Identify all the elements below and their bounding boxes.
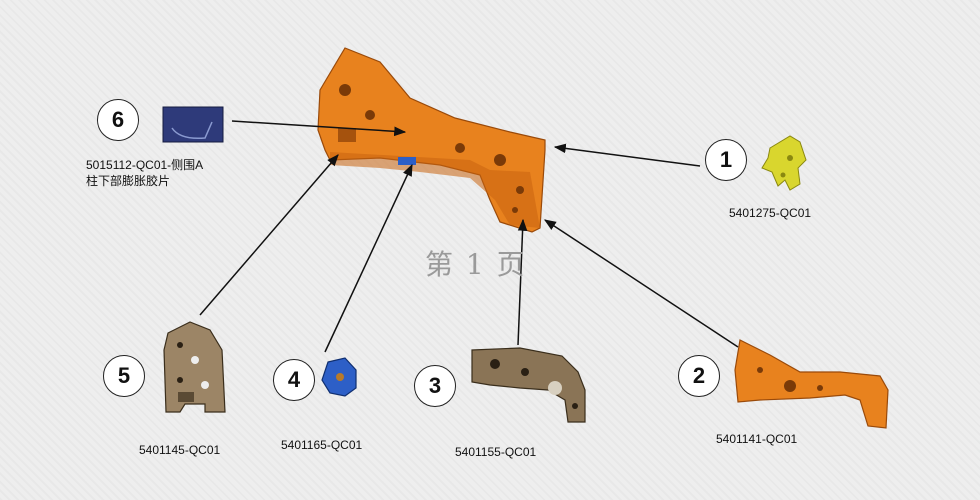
callout-6-number: 6 — [97, 99, 139, 141]
part-1-image — [761, 135, 807, 191]
callout-6-part-name: 柱下部膨胀胶片 — [86, 174, 171, 188]
callout-3-part-no: 5401155-QC01 — [455, 445, 537, 459]
callout-5-part-no: 5401145-QC01 — [139, 443, 221, 457]
main-assembly-part — [317, 47, 546, 233]
part-5-image — [163, 321, 226, 413]
part-2-image — [734, 339, 889, 429]
callout-2-part-no: 5401141-QC01 — [716, 432, 798, 446]
callout-6-part-no: 5015112-QC01-侧围A — [86, 158, 204, 172]
page-label: 第 1 页 — [425, 248, 527, 281]
callout-4-number: 4 — [273, 359, 315, 401]
leader-lines — [199, 120, 739, 353]
callout-3-number: 3 — [414, 365, 456, 407]
callout-4-part-no: 5401165-QC01 — [281, 438, 363, 452]
part-4-image — [321, 357, 357, 397]
part-6-image — [162, 106, 224, 143]
callout-2-number: 2 — [678, 355, 720, 397]
part-3-image — [471, 347, 586, 423]
callout-1-part-no: 5401275-QC01 — [729, 206, 812, 220]
callout-1-number: 1 — [705, 139, 747, 181]
callout-5-number: 5 — [103, 355, 145, 397]
